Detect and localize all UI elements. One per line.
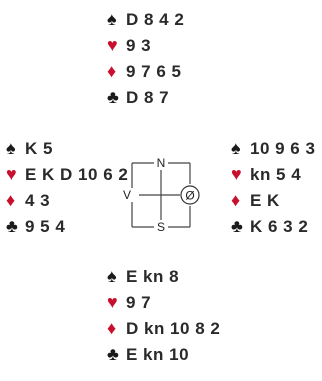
north-diamonds-line: ♦ 9 7 6 5 xyxy=(107,58,184,84)
diamond-icon: ♦ xyxy=(6,190,16,210)
club-icon: ♣ xyxy=(107,344,119,364)
club-icon: ♣ xyxy=(6,216,18,236)
south-hearts-cards: 9 7 xyxy=(126,293,152,312)
north-clubs-cards: D 8 7 xyxy=(126,88,170,107)
compass-east: Ø xyxy=(185,189,194,203)
heart-icon: ♥ xyxy=(6,164,17,184)
diamond-icon: ♦ xyxy=(231,190,241,210)
east-diamonds-line: ♦ E K xyxy=(231,187,315,213)
compass-frame xyxy=(131,162,191,228)
diamond-icon: ♦ xyxy=(107,61,117,81)
west-clubs-line: ♣ 9 5 4 xyxy=(6,213,128,239)
south-hearts-line: ♥ 9 7 xyxy=(107,289,220,315)
club-icon: ♣ xyxy=(107,87,119,107)
west-hearts-cards: E K D 10 6 2 xyxy=(25,165,129,184)
heart-icon: ♥ xyxy=(231,164,242,184)
west-hearts-line: ♥ E K D 10 6 2 xyxy=(6,161,128,187)
south-diamonds-line: ♦ D kn 10 8 2 xyxy=(107,315,220,341)
north-hearts-cards: 9 3 xyxy=(126,36,152,55)
west-spades-line: ♠ K 5 xyxy=(6,135,128,161)
west-hand: ♠ K 5 ♥ E K D 10 6 2 ♦ 4 3 ♣ 9 5 4 xyxy=(6,135,128,239)
east-clubs-line: ♣ K 6 3 2 xyxy=(231,213,315,239)
south-hand: ♠ E kn 8 ♥ 9 7 ♦ D kn 10 8 2 ♣ E kn 10 xyxy=(107,263,220,367)
compass-diagram: N S V Ø xyxy=(123,156,200,234)
east-clubs-cards: K 6 3 2 xyxy=(250,217,309,236)
east-marker-circle xyxy=(180,185,200,205)
east-hearts-cards: kn 5 4 xyxy=(250,165,302,184)
spade-icon: ♠ xyxy=(107,266,117,286)
west-clubs-cards: 9 5 4 xyxy=(25,217,66,236)
east-spades-cards: 10 9 6 3 xyxy=(250,139,316,158)
compass-north: N xyxy=(157,156,166,170)
east-diamonds-cards: E K xyxy=(250,191,280,210)
north-spades-line: ♠ D 8 4 2 xyxy=(107,6,184,32)
south-diamonds-cards: D kn 10 8 2 xyxy=(126,319,221,338)
compass-south: S xyxy=(157,220,165,234)
spade-icon: ♠ xyxy=(231,138,241,158)
east-hand: ♠ 10 9 6 3 ♥ kn 5 4 ♦ E K ♣ K 6 3 2 xyxy=(231,135,315,239)
heart-icon: ♥ xyxy=(107,292,118,312)
north-diamonds-cards: 9 7 6 5 xyxy=(126,62,182,81)
east-hearts-line: ♥ kn 5 4 xyxy=(231,161,315,187)
west-diamonds-cards: 4 3 xyxy=(25,191,51,210)
compass-west: V xyxy=(123,188,131,202)
south-spades-line: ♠ E kn 8 xyxy=(107,263,220,289)
spade-icon: ♠ xyxy=(6,138,16,158)
spade-icon: ♠ xyxy=(107,9,117,29)
north-spades-cards: D 8 4 2 xyxy=(126,10,185,29)
south-clubs-cards: E kn 10 xyxy=(126,345,190,364)
club-icon: ♣ xyxy=(231,216,243,236)
south-spades-cards: E kn 8 xyxy=(126,267,180,286)
heart-icon: ♥ xyxy=(107,35,118,55)
diamond-icon: ♦ xyxy=(107,318,117,338)
north-hearts-line: ♥ 9 3 xyxy=(107,32,184,58)
west-spades-cards: K 5 xyxy=(25,139,53,158)
south-clubs-line: ♣ E kn 10 xyxy=(107,341,220,367)
west-diamonds-line: ♦ 4 3 xyxy=(6,187,128,213)
east-spades-line: ♠ 10 9 6 3 xyxy=(231,135,315,161)
north-clubs-line: ♣ D 8 7 xyxy=(107,84,184,110)
north-hand: ♠ D 8 4 2 ♥ 9 3 ♦ 9 7 6 5 ♣ D 8 7 xyxy=(107,6,184,110)
